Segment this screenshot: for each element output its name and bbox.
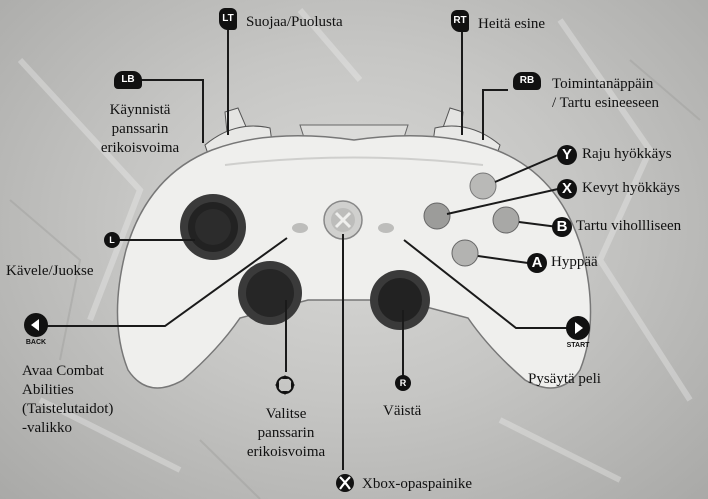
- b-button-shape: [493, 207, 519, 233]
- y-button-icon: Y: [557, 145, 577, 165]
- a-button-shape: [452, 240, 478, 266]
- y-button-shape: [470, 173, 496, 199]
- guide-label: Xbox-opaspainike: [362, 475, 472, 494]
- y-label: Raju hyökkäys: [582, 145, 672, 164]
- lt-label: Suojaa/Puolusta: [246, 13, 343, 32]
- x-button-icon: X: [557, 179, 577, 199]
- rb-label: Toimintanäppäin / Tartu esineeseen: [552, 75, 659, 113]
- start-button-shape: [378, 223, 394, 233]
- dpad-icon: [274, 374, 296, 396]
- back-label: Avaa Combat Abilities (Taistelutaidot) -…: [22, 362, 113, 438]
- left-stick-label: Kävele/Juokse: [6, 262, 93, 281]
- a-button-icon: A: [527, 253, 547, 273]
- rt-icon: RT: [451, 10, 469, 32]
- lb-label: Käynnistä panssarin erikoisvoima: [50, 101, 230, 158]
- right-stick-label: Väistä: [383, 402, 421, 421]
- start-label: Pysäytä peli: [528, 370, 601, 389]
- rt-label: Heitä esine: [478, 15, 545, 34]
- lb-icon: LB: [114, 71, 142, 89]
- rb-icon: RB: [513, 72, 541, 90]
- xbox-guide-icon: [335, 473, 355, 493]
- a-label: Hyppää: [551, 253, 598, 272]
- left-stick-icon: L: [104, 232, 120, 248]
- lt-icon: LT: [219, 8, 237, 30]
- back-button-shape: [292, 223, 308, 233]
- x-button-shape: [424, 203, 450, 229]
- right-stick: [378, 278, 422, 322]
- x-label: Kevyt hyökkäys: [582, 179, 680, 198]
- b-button-icon: B: [552, 217, 572, 237]
- right-stick-icon: R: [395, 375, 411, 391]
- rb-line: [483, 90, 508, 140]
- b-label: Tartu vihollliseen: [576, 217, 681, 236]
- dpad-label: Valitse panssarin erikoisvoima: [206, 405, 366, 462]
- back-button-icon: [24, 313, 48, 337]
- start-caption: START: [563, 342, 593, 349]
- start-button-icon: [566, 316, 590, 340]
- back-caption: BACK: [21, 339, 51, 346]
